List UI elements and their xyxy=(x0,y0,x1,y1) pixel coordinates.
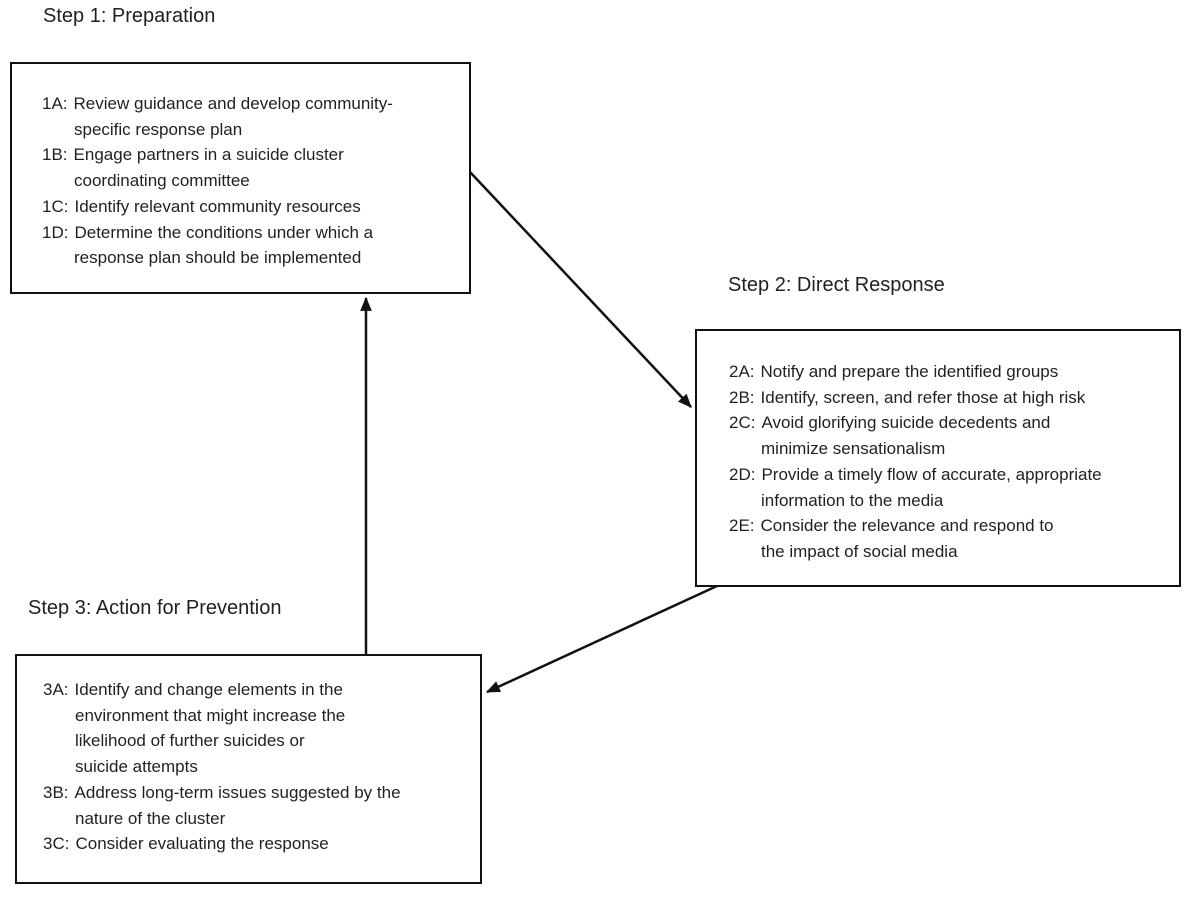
item-line: 2B:Identify, screen, and refer those at … xyxy=(729,385,1175,411)
item-line: response plan should be implemented xyxy=(74,248,362,268)
item-text: Identify, screen, and refer those at hig… xyxy=(760,387,1086,407)
item-label: 1D: xyxy=(42,222,69,242)
item-label: 2D: xyxy=(729,464,756,484)
item-label: 2C: xyxy=(729,413,756,433)
item-label: 2B: xyxy=(729,387,755,407)
item-line: nature of the cluster xyxy=(75,808,226,828)
item-line: 1A: Review guidance and develop community… xyxy=(42,91,463,117)
item-label: 3B: xyxy=(43,782,69,802)
item-text: Consider evaluating the response xyxy=(75,834,329,854)
list-item: 3B:Address long-term issues suggested by… xyxy=(43,780,474,831)
item-line: the impact of social media xyxy=(761,541,958,561)
item-label: 3C: xyxy=(43,834,70,854)
item-line: 3C:Consider evaluating the response xyxy=(43,831,474,857)
list-item: 3C:Consider evaluating the response xyxy=(43,831,474,857)
list-item: 3A: Identify and change elements in the e… xyxy=(43,677,474,780)
list-item: 1A: Review guidance and develop community… xyxy=(42,91,463,142)
item-text: Address long-term issues suggested by th… xyxy=(74,782,401,802)
list-item: 1B:Engage partners in a suicide cluster … xyxy=(42,142,463,193)
list-item: 2B:Identify, screen, and refer those at … xyxy=(729,385,1175,411)
item-text: Identify and change elements in the xyxy=(74,680,343,699)
item-label: 1B: xyxy=(42,145,68,165)
item-label: 2A: xyxy=(729,362,755,381)
list-item: 2A: Notify and prepare the identified gro… xyxy=(729,359,1175,385)
item-line: specific response plan xyxy=(74,119,243,139)
step2-box: 2A: Notify and prepare the identified gro… xyxy=(695,329,1181,587)
item-line: 1B:Engage partners in a suicide cluster xyxy=(42,142,463,168)
item-line: 2E:Consider the relevance and respond to xyxy=(729,513,1175,539)
step3-box: 3A: Identify and change elements in the e… xyxy=(15,654,482,884)
list-item: 2D:Provide a timely flow of accurate, ap… xyxy=(729,462,1175,513)
item-line: information to the media xyxy=(761,490,944,510)
item-text: Identify relevant community resources xyxy=(74,196,361,216)
step3-title: Step 3: Action for Prevention xyxy=(28,597,282,619)
item-label: 3A: xyxy=(43,680,69,699)
item-text: Review guidance and develop community- xyxy=(73,94,393,113)
item-text: Avoid glorifying suicide decedents and xyxy=(761,413,1051,433)
arrow-step1-to-step2 xyxy=(469,171,692,408)
list-item: 2E:Consider the relevance and respond to… xyxy=(729,513,1175,564)
item-line: likelihood of further suicides or xyxy=(75,731,305,751)
item-label: 1C: xyxy=(42,196,69,216)
item-line: 2C:Avoid glorifying suicide decedents an… xyxy=(729,410,1175,436)
item-label: 1A: xyxy=(42,94,68,113)
item-line: 2A: Notify and prepare the identified gro… xyxy=(729,359,1175,385)
item-text: Consider the relevance and respond to xyxy=(760,516,1054,536)
list-item: 2C:Avoid glorifying suicide decedents an… xyxy=(729,410,1175,461)
item-line: 1C:Identify relevant community resources xyxy=(42,194,463,220)
item-line: 2D:Provide a timely flow of accurate, ap… xyxy=(729,462,1175,488)
arrow-step2-to-step3 xyxy=(485,584,718,694)
item-line: minimize sensationalism xyxy=(761,439,946,459)
list-item: 1D:Determine the conditions under which … xyxy=(42,220,463,271)
item-text: Engage partners in a suicide cluster xyxy=(73,145,344,165)
item-line: 3B:Address long-term issues suggested by… xyxy=(43,780,474,806)
item-line: 1D:Determine the conditions under which … xyxy=(42,220,463,246)
item-line: suicide attempts xyxy=(75,757,198,777)
item-text: Notify and prepare the identified groups xyxy=(760,362,1059,381)
item-line: 3A: Identify and change elements in the xyxy=(43,677,474,703)
item-label: 2E: xyxy=(729,516,755,536)
item-line: environment that might increase the xyxy=(75,705,346,725)
list-item: 1C:Identify relevant community resources xyxy=(42,194,463,220)
item-text: Determine the conditions under which a xyxy=(74,222,374,242)
step1-title: Step 1: Preparation xyxy=(43,5,216,27)
item-line: coordinating committee xyxy=(74,171,250,191)
step2-title: Step 2: Direct Response xyxy=(728,274,945,296)
step1-box: 1A: Review guidance and develop community… xyxy=(10,62,471,294)
item-text: Provide a timely flow of accurate, appro… xyxy=(761,464,1102,484)
